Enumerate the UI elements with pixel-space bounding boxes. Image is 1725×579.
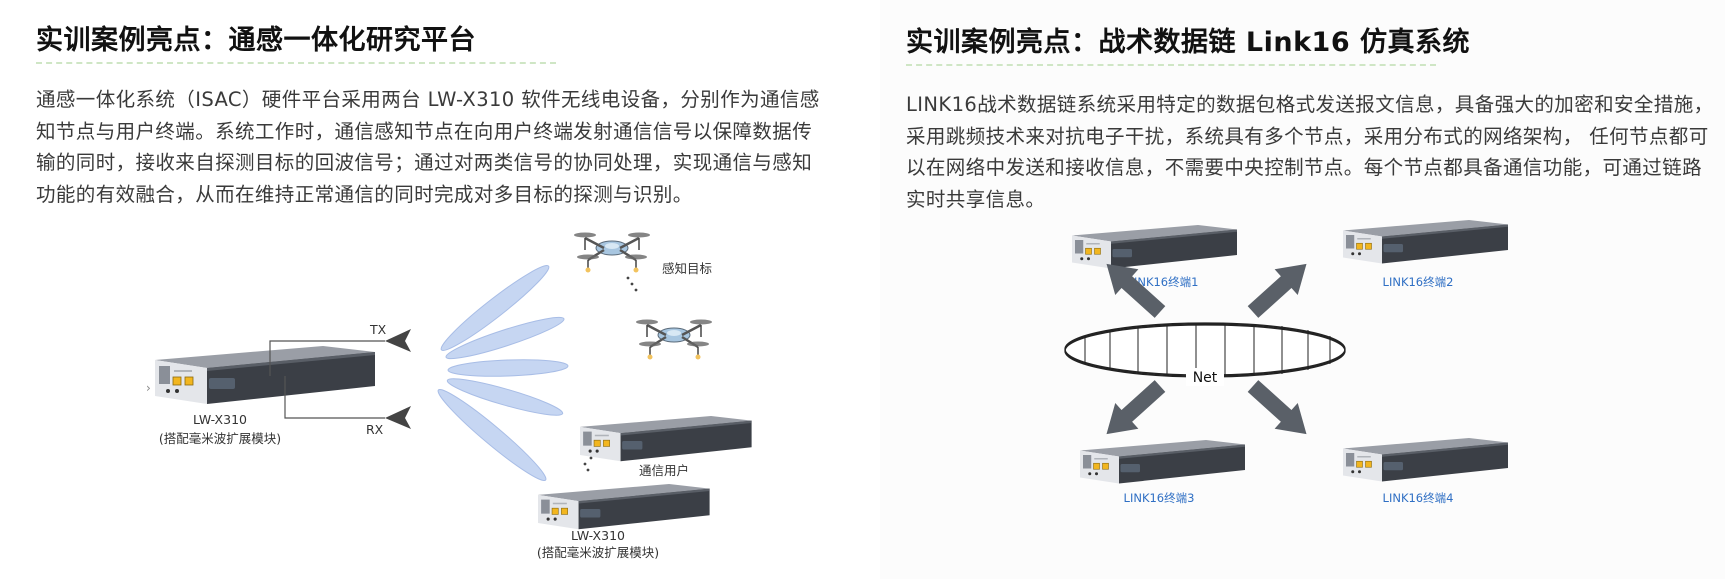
net-label: Net [1193, 370, 1218, 386]
link16-network-diagram: LINK16终端1 LINK16终端2 LINK16终端3 LINK16终端4 [1064, 219, 1509, 505]
terminal-3-label: LINK16终端3 [1124, 491, 1195, 505]
page-title: 实训案例亮点：战术数据链 Link16 仿真系统 [906, 27, 1471, 58]
terminal-2-label: LINK16终端2 [1383, 275, 1454, 289]
panel-link16: 实训案例亮点：战术数据链 Link16 仿真系统 LINK16战术数据链系统采用… [880, 0, 1725, 579]
node-note-label: (搭配毫米波扩展模块) [159, 431, 281, 446]
description-paragraph: 通感一体化系统（ISAC）硬件平台采用两台 LW-X310 软件无线电设备，分别… [36, 88, 820, 206]
terminal-4-label: LINK16终端4 [1383, 491, 1454, 505]
arrow-icon [1094, 373, 1172, 448]
title-underline [906, 64, 1436, 66]
ellipsis-dots [583, 456, 593, 472]
rx-horn-antenna-icon [385, 406, 411, 429]
arrow-icon [1241, 250, 1319, 325]
ellipsis-dots [626, 276, 638, 292]
link16-terminal-3-device [1079, 439, 1246, 484]
comm-user-device [579, 415, 752, 462]
arrow-icon [1241, 373, 1319, 448]
lw-x310-node-device [154, 345, 376, 405]
comm-user-label: 通信用户 [639, 463, 689, 478]
description-paragraph: LINK16战术数据链系统采用特定的数据包格式发送报文信息，具备强大的加密和安全… [906, 93, 1714, 211]
isac-diagram: 感知目标 › TX RX LW-X310 (搭配毫米波扩展模块) [146, 231, 752, 560]
link16-terminal-1-device [1071, 224, 1238, 269]
user-model-label: LW-X310 [571, 528, 625, 543]
user-terminal-device [537, 483, 710, 530]
svg-text:›: › [146, 381, 151, 395]
rx-label: RX [366, 422, 384, 437]
panel-isac: 实训案例亮点：通感一体化研究平台 通感一体化系统（ISAC）硬件平台采用两台 L… [36, 25, 820, 560]
tx-horn-antenna-icon [385, 329, 411, 352]
tx-label: TX [369, 322, 387, 337]
link16-terminal-2-device [1342, 219, 1509, 264]
node-model-label: LW-X310 [193, 412, 247, 427]
sensing-target-label: 感知目标 [662, 261, 712, 276]
link16-terminal-4-device [1342, 437, 1509, 482]
tx-rx-cabling [269, 340, 385, 419]
terminal-1-label: LINK16终端1 [1128, 275, 1199, 289]
net-ring [1064, 322, 1346, 378]
title-underline [36, 62, 556, 64]
drone-icon [572, 231, 652, 274]
radar-beams [437, 265, 569, 482]
page-title: 实训案例亮点：通感一体化研究平台 [36, 25, 476, 56]
user-note-label: (搭配毫米波扩展模块) [537, 545, 659, 560]
drone-icon [634, 318, 714, 361]
